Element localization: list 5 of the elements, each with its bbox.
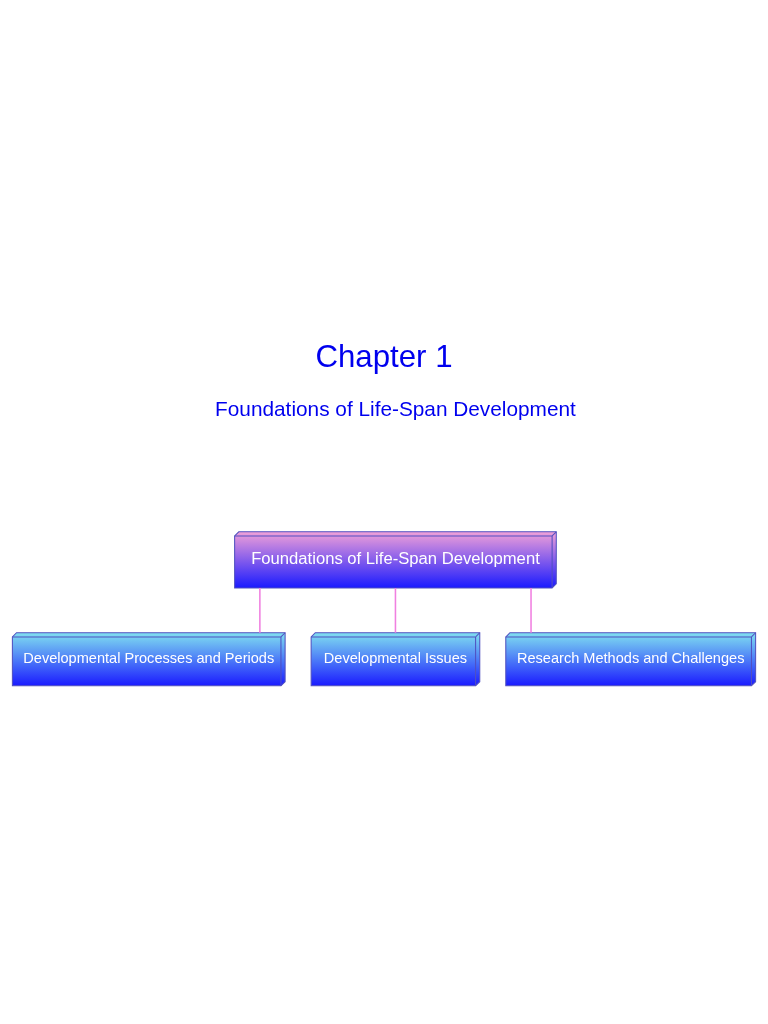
label: Foundations of Life-Span Development <box>215 397 576 421</box>
connector <box>530 587 532 634</box>
connector <box>394 587 397 634</box>
connector <box>259 587 261 634</box>
diagram-title: Chapter 1 <box>315 339 453 375</box>
